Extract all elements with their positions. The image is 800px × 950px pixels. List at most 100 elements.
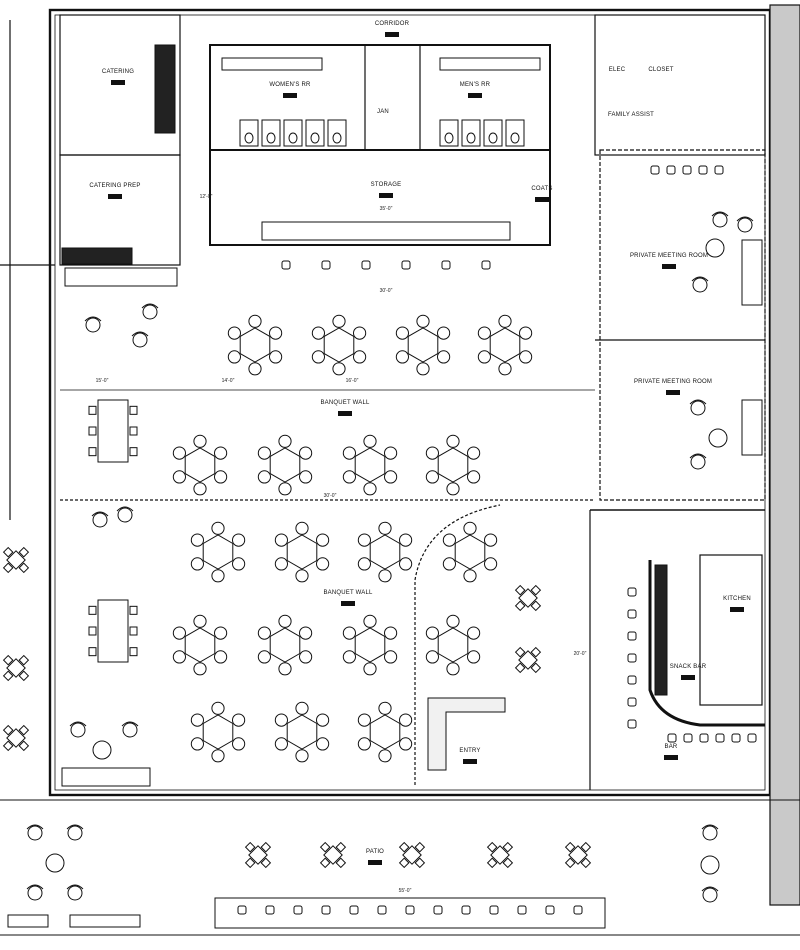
round-table-top bbox=[184, 627, 216, 663]
chair bbox=[530, 584, 542, 596]
lavatory-counter bbox=[221, 57, 323, 71]
lounge-chair bbox=[84, 316, 102, 333]
round-table-set bbox=[342, 614, 398, 676]
chair bbox=[129, 405, 138, 415]
chair bbox=[342, 626, 356, 640]
chair bbox=[269, 350, 283, 364]
round-table-set bbox=[190, 701, 246, 763]
bar-stool bbox=[683, 733, 693, 743]
chair bbox=[378, 521, 392, 535]
chair bbox=[502, 841, 514, 853]
chair bbox=[211, 521, 225, 535]
catering-prep-label: CATERING PREP bbox=[89, 183, 140, 189]
bar-stool bbox=[682, 165, 692, 175]
round-table-set bbox=[274, 521, 330, 583]
lounge-back bbox=[689, 453, 707, 459]
square-table-set bbox=[564, 841, 592, 869]
private-meeting-1-label: PRIVATE MEETING ROOM bbox=[630, 253, 708, 259]
toilet-stall bbox=[505, 119, 525, 147]
chair bbox=[260, 857, 272, 869]
bench bbox=[741, 399, 763, 456]
room-tag bbox=[468, 93, 482, 98]
band-b-dim: 14'-0" bbox=[222, 378, 235, 384]
bar-stool bbox=[461, 905, 471, 915]
chair bbox=[332, 314, 346, 328]
square-table-set bbox=[398, 841, 426, 869]
lounge-back bbox=[66, 884, 84, 890]
accent-table bbox=[708, 428, 728, 448]
storage-label: STORAGE bbox=[371, 182, 402, 188]
chair bbox=[316, 737, 330, 751]
room-tag bbox=[666, 390, 680, 395]
chair bbox=[564, 841, 576, 853]
chair bbox=[214, 446, 228, 460]
chair bbox=[2, 562, 14, 574]
chair bbox=[384, 626, 398, 640]
chair bbox=[190, 557, 204, 571]
toilet bbox=[466, 132, 476, 144]
chair bbox=[193, 662, 207, 676]
chair bbox=[416, 362, 430, 376]
chair bbox=[502, 857, 514, 869]
chair bbox=[580, 841, 592, 853]
chair bbox=[193, 482, 207, 496]
chair bbox=[295, 569, 309, 583]
lounge-back bbox=[69, 721, 87, 727]
chair bbox=[363, 434, 377, 448]
chair bbox=[564, 857, 576, 869]
square-table-set bbox=[2, 654, 30, 682]
lounge-seat bbox=[690, 454, 706, 470]
chair bbox=[278, 482, 292, 496]
bar-stool bbox=[627, 609, 637, 619]
lounge-seat bbox=[27, 885, 43, 901]
bar-stool bbox=[401, 260, 411, 270]
chair bbox=[437, 350, 451, 364]
round-table-top bbox=[454, 534, 486, 570]
round-table-set bbox=[425, 434, 481, 496]
chair bbox=[446, 662, 460, 676]
chair bbox=[442, 533, 456, 547]
round-table-top bbox=[286, 714, 318, 750]
chair bbox=[378, 749, 392, 763]
chair bbox=[232, 713, 246, 727]
bar-stool bbox=[627, 675, 637, 685]
bar-stool bbox=[377, 905, 387, 915]
toilet-stall bbox=[283, 119, 303, 147]
room-tag bbox=[338, 411, 352, 416]
chair bbox=[244, 857, 256, 869]
chair bbox=[227, 326, 241, 340]
toilet bbox=[332, 132, 342, 144]
round-table-set bbox=[395, 314, 451, 376]
lounge-seat bbox=[132, 332, 148, 348]
lounge-chair bbox=[66, 884, 84, 901]
chair bbox=[467, 470, 481, 484]
chair bbox=[316, 533, 330, 547]
chair bbox=[2, 546, 14, 558]
chair bbox=[299, 470, 313, 484]
chair bbox=[18, 724, 30, 736]
chair bbox=[514, 662, 526, 674]
chair bbox=[248, 314, 262, 328]
chair bbox=[467, 626, 481, 640]
chair bbox=[260, 841, 272, 853]
lounge-seat bbox=[702, 825, 718, 841]
corridor-label: CORRIDOR bbox=[375, 21, 410, 27]
chair bbox=[274, 713, 288, 727]
chair bbox=[172, 446, 186, 460]
chair bbox=[129, 647, 138, 657]
chair bbox=[2, 724, 14, 736]
bar-stool bbox=[349, 905, 359, 915]
bar-stool bbox=[714, 165, 724, 175]
chair bbox=[227, 350, 241, 364]
square-table-top bbox=[248, 845, 268, 865]
chair bbox=[335, 857, 347, 869]
womens-rr-label: WOMEN'S RR bbox=[269, 82, 311, 88]
round-table-set bbox=[257, 434, 313, 496]
chair bbox=[193, 614, 207, 628]
round-table-top bbox=[369, 534, 401, 570]
chair bbox=[519, 350, 533, 364]
toilet bbox=[310, 132, 320, 144]
toilet-stall bbox=[261, 119, 281, 147]
chair bbox=[278, 662, 292, 676]
chair bbox=[398, 857, 410, 869]
